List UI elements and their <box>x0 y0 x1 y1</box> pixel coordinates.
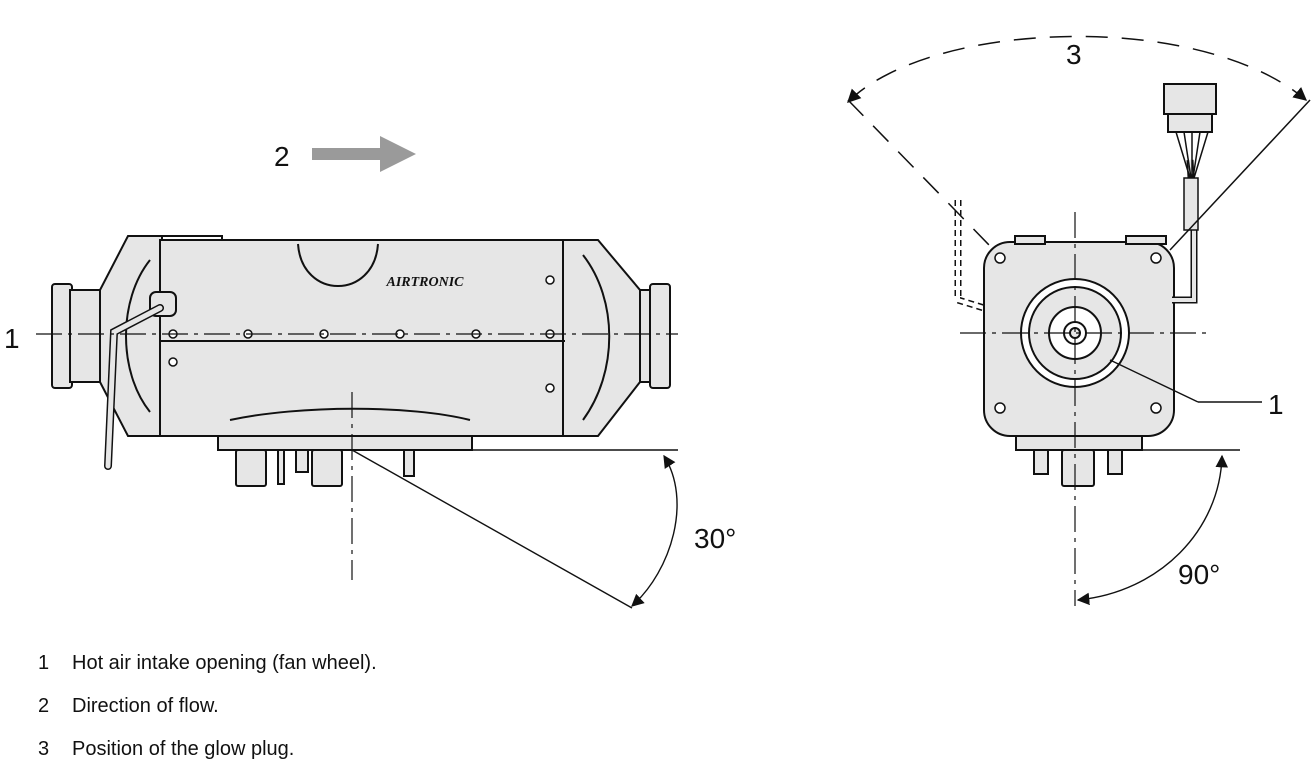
front-mounting-base <box>1015 435 1143 451</box>
airtronic-logo: AIRTRONIC <box>385 275 464 290</box>
end-cap-right <box>562 239 641 437</box>
legend-item: 3 Position of the glow plug. <box>38 728 377 771</box>
mounting-base <box>217 435 473 451</box>
legend: 1 Hot air intake opening (fan wheel). 2 … <box>38 642 377 771</box>
label-flow: 2 <box>274 141 290 172</box>
legend-text: Hot air intake opening (fan wheel). <box>72 652 377 674</box>
label-front-intake: 1 <box>1268 389 1284 420</box>
legend-text: Direction of flow. <box>72 695 219 717</box>
angle-arc-90 <box>1076 454 1228 606</box>
label-side-intake: 1 <box>4 323 20 354</box>
legend-item: 1 Hot air intake opening (fan wheel). <box>38 642 377 685</box>
legend-number: 2 <box>38 695 50 717</box>
label-glow-plug: 3 <box>1066 39 1082 70</box>
legend-text: Position of the glow plug. <box>72 738 295 760</box>
flow-arrow <box>312 136 416 172</box>
legend-number: 3 <box>38 738 50 760</box>
side-center-lines <box>36 333 678 580</box>
legend-number: 1 <box>38 652 50 674</box>
legend-item: 2 Direction of flow. <box>38 685 377 728</box>
heater-side-view <box>51 235 671 487</box>
outlet-collar-right <box>649 283 671 389</box>
heater-front-view <box>954 159 1198 487</box>
front-center-lines <box>960 212 1212 606</box>
angle-arc-30 <box>631 454 678 607</box>
label-angle-30: 30° <box>694 523 736 554</box>
glow-plug-range-arc <box>847 35 1308 103</box>
label-angle-90: 90° <box>1178 559 1220 590</box>
cover-bump <box>297 243 379 287</box>
